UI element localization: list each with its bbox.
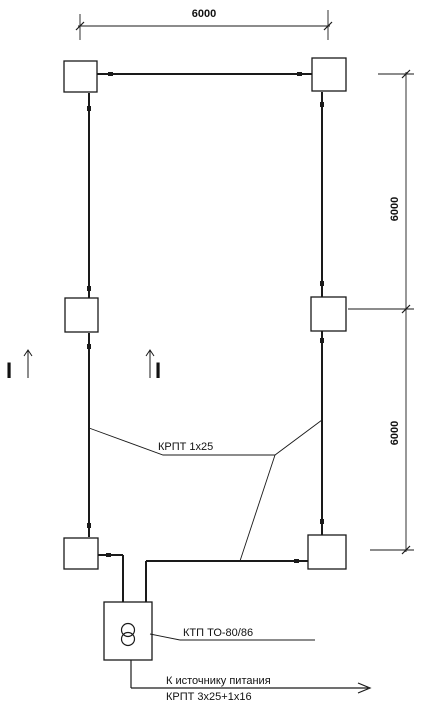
substation-box — [103, 601, 153, 661]
cable-label-leader: КРПТ 1х25 — [88, 419, 323, 562]
cable-end-marker — [320, 338, 324, 343]
cable-end-marker — [87, 106, 91, 111]
top-dimension-value: 6000 — [192, 8, 216, 20]
section-mark-right: I — [145, 349, 161, 383]
transformer-substation — [103, 601, 153, 661]
right-dimension: 6000 6000 — [348, 69, 414, 555]
cable-label: КРПТ 1х25 — [158, 441, 213, 453]
transformer-icon — [120, 622, 136, 647]
distribution-box — [307, 534, 347, 570]
cable-end-marker — [87, 523, 91, 528]
section-mark-right-label: I — [155, 358, 161, 383]
supply-line: К источнику питания КРПТ 3х25+1х16 — [130, 660, 372, 703]
cable-end-marker — [320, 281, 324, 286]
cable-end-marker — [320, 519, 324, 524]
section-mark-left: I — [6, 349, 33, 383]
distribution-box — [63, 537, 99, 570]
cable-end-marker — [294, 559, 299, 563]
distribution-box — [63, 60, 98, 93]
substation-label-leader: КТП ТО-80/86 — [149, 627, 315, 641]
supply-label-line1: К источнику питания — [166, 675, 271, 687]
cable-end-marker — [106, 553, 111, 557]
distribution-box — [311, 57, 347, 92]
cable-end-marker — [87, 286, 91, 291]
cable-runs — [88, 73, 323, 602]
cable-end-marker — [87, 344, 91, 349]
distribution-boxes — [63, 57, 347, 570]
substation-label: КТП ТО-80/86 — [183, 627, 253, 639]
right-lower-dimension-value: 6000 — [389, 421, 401, 445]
cable-end-markers — [87, 72, 324, 563]
supply-label-line2: КРПТ 3х25+1х16 — [166, 691, 252, 703]
cable-end-marker — [108, 72, 113, 76]
top-dimension: 6000 — [75, 8, 333, 40]
section-mark-left-label: I — [6, 358, 12, 383]
right-upper-dimension-value: 6000 — [389, 197, 401, 221]
cable-end-marker — [320, 102, 324, 107]
distribution-box — [310, 296, 347, 332]
distribution-box — [64, 297, 99, 333]
cable-end-marker — [297, 72, 302, 76]
